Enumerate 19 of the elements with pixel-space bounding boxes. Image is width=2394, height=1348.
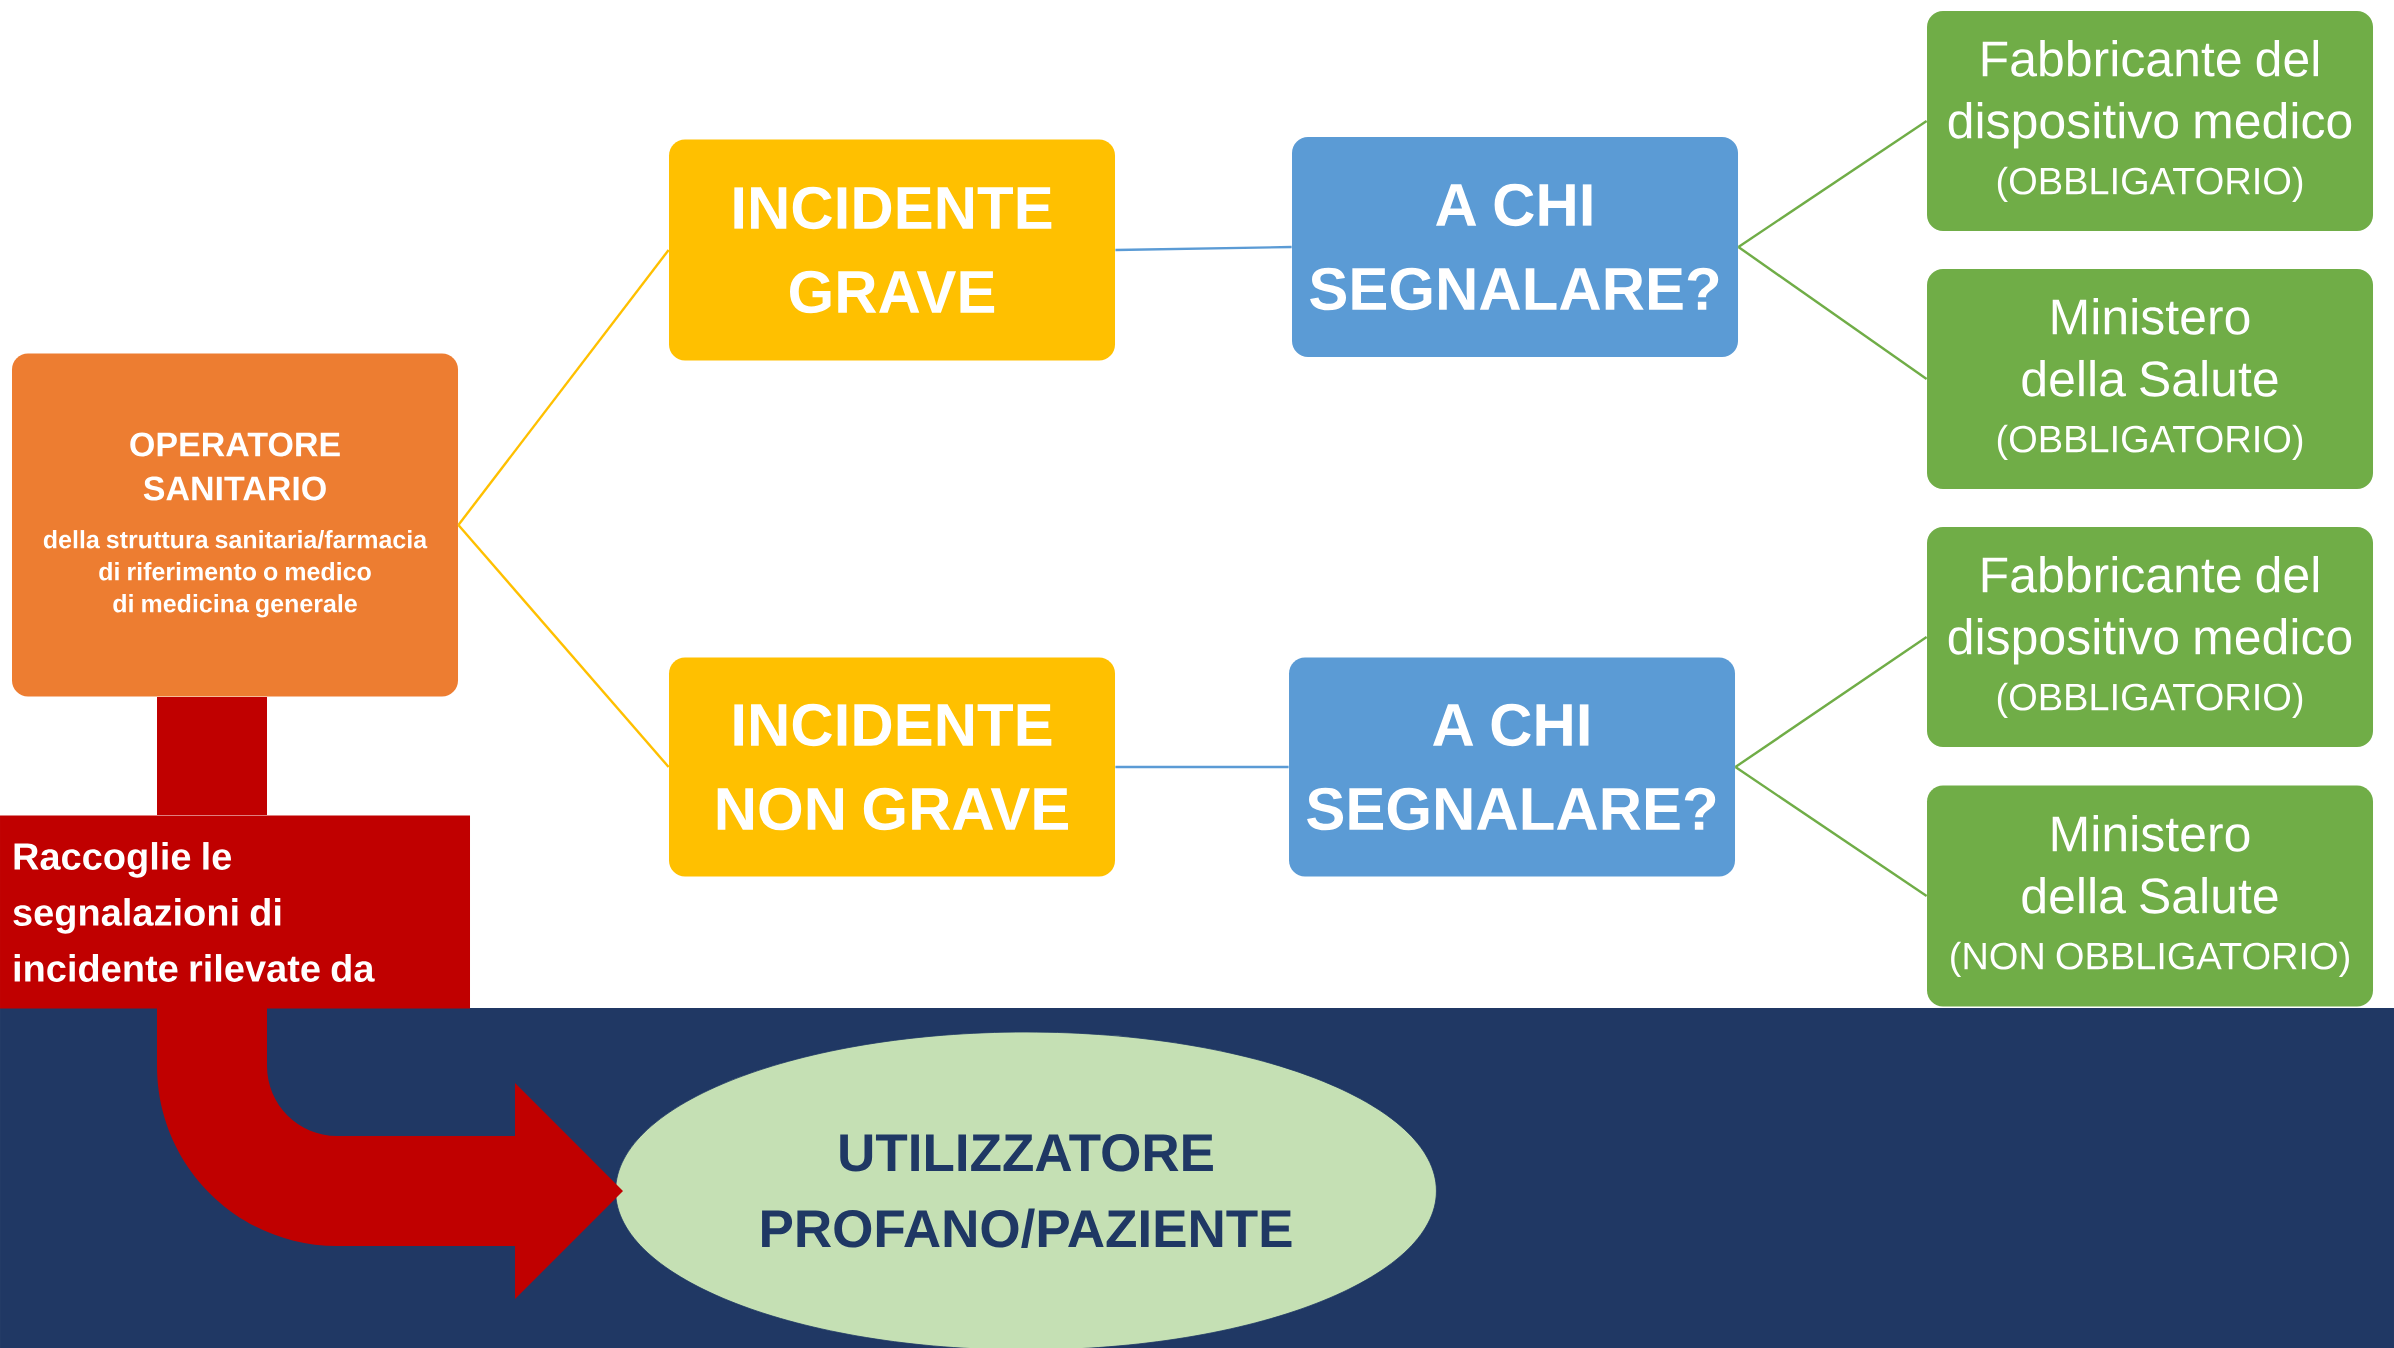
connector-line	[1737, 246, 1928, 380]
question-box: A CHI SEGNALARE?	[1289, 657, 1735, 877]
connector-line	[457, 249, 670, 526]
connector-line	[1734, 636, 1928, 768]
role-box: OPERATORE SANITARIO della struttura sanitaria/farmacia di riferimento o medico di medicina generale	[12, 353, 458, 697]
recipient-box: Fabbricante del dispositivo medico (OBBLIGATORIO)	[1927, 11, 2373, 231]
recipient-box: Ministero della Salute (OBBLIGATORIO)	[1927, 269, 2373, 489]
recipient-box: Fabbricante del dispositivo medico (OBBLIGATORIO)	[1927, 527, 2373, 747]
connector-line	[1115, 245, 1292, 252]
connector-line	[457, 524, 670, 768]
callout-box: Raccoglie le segnalazioni di incidente rilevate da	[0, 815, 470, 1009]
question-box: A CHI SEGNALARE?	[1292, 137, 1738, 357]
incident-box: INCIDENTE GRAVE	[669, 139, 1115, 361]
bent-arrow	[157, 1008, 623, 1299]
connector-line	[1737, 120, 1928, 248]
recipient-box: Ministero della Salute (NON OBBLIGATORIO)	[1927, 785, 2373, 1007]
connector-line	[1734, 766, 1928, 897]
incident-box: INCIDENTE NON GRAVE	[669, 657, 1115, 877]
connector-line	[1115, 765, 1289, 769]
